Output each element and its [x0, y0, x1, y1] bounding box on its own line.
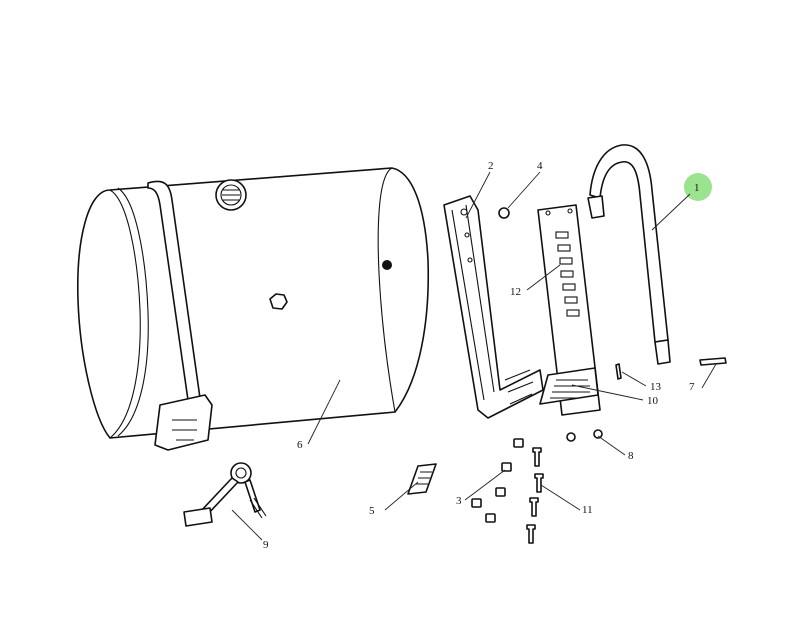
nut[interactable]	[498, 207, 510, 219]
callout-10: 10	[647, 395, 659, 407]
callout-12: 12	[510, 286, 521, 298]
leader-lines	[231, 171, 717, 541]
tank-strap-left[interactable]	[147, 180, 213, 451]
callout-11: 11	[582, 504, 593, 516]
bolt[interactable]	[699, 357, 727, 366]
pad-plate[interactable]	[539, 367, 599, 405]
clip[interactable]	[407, 463, 437, 495]
callout-13: 13	[650, 381, 662, 393]
tank-bracket[interactable]	[443, 195, 544, 419]
flange-nuts[interactable]	[471, 438, 524, 523]
flange-bolts[interactable]	[526, 447, 544, 544]
fuel-level-sensor[interactable]	[183, 462, 267, 527]
fuel-tank[interactable]	[76, 167, 430, 439]
tank-strap[interactable]	[587, 144, 671, 365]
callout-7: 7	[689, 381, 695, 393]
callout-4: 4	[537, 160, 543, 172]
callout-5: 5	[369, 505, 375, 517]
rubber-pad-strip[interactable]	[537, 204, 601, 416]
callout-2: 2	[488, 160, 494, 172]
callout-labels: 1 2 3 4 5 6 7 8 9 10 11 12 13	[263, 160, 700, 551]
callout-9: 9	[263, 539, 269, 551]
callout-3: 3	[456, 495, 462, 507]
screws[interactable]	[566, 429, 603, 442]
split-pin[interactable]	[615, 363, 622, 380]
callout-highlight	[684, 173, 712, 201]
callout-6: 6	[297, 439, 303, 451]
callout-1: 1	[694, 182, 700, 194]
callout-8: 8	[628, 450, 634, 462]
